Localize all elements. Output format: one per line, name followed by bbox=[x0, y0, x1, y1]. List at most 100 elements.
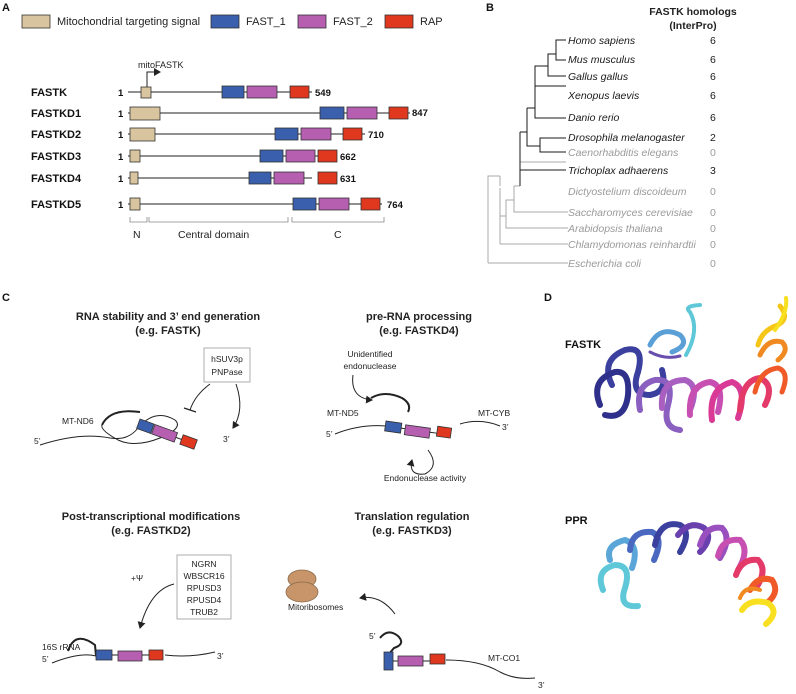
species-name: Chlamydomonas reinhardtii bbox=[568, 239, 696, 251]
c4-rna-strand bbox=[445, 659, 536, 679]
legend-fast2-swatch bbox=[297, 14, 327, 29]
c2-rna-left bbox=[334, 425, 387, 435]
species-name: Arabidopsis thaliana bbox=[567, 223, 663, 235]
c1-three-prime: 3’ bbox=[223, 434, 230, 444]
c4-three-prime: 3’ bbox=[538, 680, 545, 690]
mitofastk-label: mitoFASTK bbox=[138, 60, 184, 70]
panel-a: A Mitochondrial targeting signal FAST_1 … bbox=[2, 2, 443, 241]
protein-fastkd5: FASTKD5 1 764 bbox=[31, 197, 404, 211]
region-c-label: C bbox=[334, 229, 342, 241]
rap-domain bbox=[388, 106, 409, 120]
linker bbox=[401, 427, 406, 430]
c3-enzyme: WBSCR16 bbox=[183, 571, 224, 581]
c-bracket bbox=[291, 217, 385, 223]
c3-enzyme: RPUSD3 bbox=[187, 583, 222, 593]
fast2-domain bbox=[300, 127, 332, 141]
fastk-structure-label: FASTK bbox=[565, 339, 601, 351]
c4-rna-label: MT-CO1 bbox=[488, 653, 520, 663]
c1-rna-strand bbox=[39, 415, 178, 446]
species-list: Homo sapiens 6 Mus musculus 6 Gallus gal… bbox=[567, 35, 716, 270]
protein-name: FASTKD5 bbox=[31, 199, 81, 211]
species-name: Caenorhabditis elegans bbox=[568, 147, 679, 159]
fast1-domain bbox=[136, 418, 155, 435]
homologs-header: FASTK homologs bbox=[649, 6, 737, 18]
fast1-domain bbox=[383, 651, 394, 671]
phylogenetic-tree bbox=[487, 39, 568, 264]
c1-five-prime: 5’ bbox=[34, 436, 41, 446]
c2-endo-arrow bbox=[352, 374, 373, 404]
c1-rna-loop bbox=[101, 410, 141, 426]
c2-rna-hairpin bbox=[370, 393, 411, 413]
fast1-domain bbox=[259, 149, 284, 163]
c2-pre-rna-processing: pre-RNA processing (e.g. FASTKD4) Uniden… bbox=[326, 311, 510, 483]
species-count: 6 bbox=[710, 35, 716, 47]
c2-activity-label: Endonuclease activity bbox=[384, 473, 467, 483]
c4-subtitle: (e.g. FASTKD3) bbox=[372, 525, 452, 537]
linker bbox=[429, 431, 437, 434]
c3-fastkd2-protein bbox=[95, 649, 164, 662]
fast1-domain bbox=[292, 197, 317, 211]
c3-rna-loop bbox=[67, 637, 97, 657]
fast1-domain bbox=[221, 85, 245, 99]
rap-domain bbox=[429, 653, 446, 665]
c1-subtitle: (e.g. FASTK) bbox=[135, 325, 201, 337]
mts-domain bbox=[129, 149, 141, 163]
rap-domain bbox=[342, 127, 363, 141]
protein-length: 764 bbox=[387, 200, 404, 211]
species-count: 3 bbox=[710, 165, 716, 177]
species-count: 6 bbox=[710, 112, 716, 124]
panel-a-label: A bbox=[2, 2, 10, 14]
c2-rna-right bbox=[459, 420, 501, 427]
protein-start: 1 bbox=[118, 174, 124, 185]
c3-title: Post-transcriptional modifications bbox=[62, 511, 240, 523]
panel-d-label: D bbox=[544, 292, 552, 304]
rap-domain bbox=[289, 85, 310, 99]
species-name: Saccharomyces cerevisiae bbox=[568, 207, 693, 219]
protein-name: FASTKD3 bbox=[31, 151, 81, 163]
c3-five-prime: 5’ bbox=[42, 654, 49, 664]
fast2-domain bbox=[397, 655, 424, 667]
c4-ribosome-label: Mitoribosomes bbox=[288, 602, 343, 612]
species-name: Mus musculus bbox=[568, 54, 636, 66]
c3-enzyme: TRUB2 bbox=[190, 607, 218, 617]
protein-length: 631 bbox=[340, 174, 357, 185]
fast1-domain bbox=[95, 649, 113, 661]
c2-rna-left-label: MT-ND5 bbox=[327, 408, 359, 418]
species-name: Xenopus laevis bbox=[567, 90, 640, 102]
fast2-domain bbox=[117, 650, 143, 662]
species-count: 0 bbox=[710, 239, 716, 251]
mts-domain bbox=[140, 86, 152, 99]
central-bracket bbox=[148, 217, 289, 223]
panel-c: C RNA stability and 3’ end generation (e… bbox=[2, 292, 545, 690]
linker bbox=[175, 436, 182, 440]
mts-domain bbox=[129, 106, 161, 121]
c3-rna-label: 16S rRNA bbox=[42, 642, 81, 652]
c1-inhibition-bar bbox=[183, 407, 197, 413]
protein-start: 1 bbox=[118, 200, 124, 211]
protein-name: FASTKD4 bbox=[31, 173, 82, 185]
ppr-structure-label: PPR bbox=[565, 515, 588, 527]
c1-box-line2: PNPase bbox=[211, 367, 242, 377]
c4-five-prime: 5’ bbox=[369, 631, 376, 641]
c1-title: RNA stability and 3’ end generation bbox=[76, 311, 260, 323]
species-count: 2 bbox=[710, 132, 716, 144]
rap-domain bbox=[148, 649, 164, 661]
protein-length: 549 bbox=[315, 88, 331, 99]
c4-arrow bbox=[359, 592, 396, 615]
region-n-label: N bbox=[133, 229, 141, 241]
species-name: Danio rerio bbox=[568, 112, 620, 124]
legend-mts-label: Mitochondrial targeting signal bbox=[57, 16, 200, 28]
species-count: 6 bbox=[710, 71, 716, 83]
c4-translation-regulation: Translation regulation (e.g. FASTKD3) Mi… bbox=[285, 511, 545, 690]
c1-curved-arrow bbox=[232, 383, 241, 429]
c1-inhibition-line bbox=[189, 383, 211, 411]
protein-start: 1 bbox=[118, 152, 124, 163]
region-brackets bbox=[129, 217, 385, 223]
rap-domain bbox=[179, 434, 198, 450]
fastk-structure bbox=[594, 296, 789, 433]
c2-rna-right-label: MT-CYB bbox=[478, 408, 510, 418]
protein-name: FASTK bbox=[31, 87, 67, 99]
protein-start: 1 bbox=[118, 130, 124, 141]
c2-endo-line2: endonuclease bbox=[344, 361, 397, 371]
